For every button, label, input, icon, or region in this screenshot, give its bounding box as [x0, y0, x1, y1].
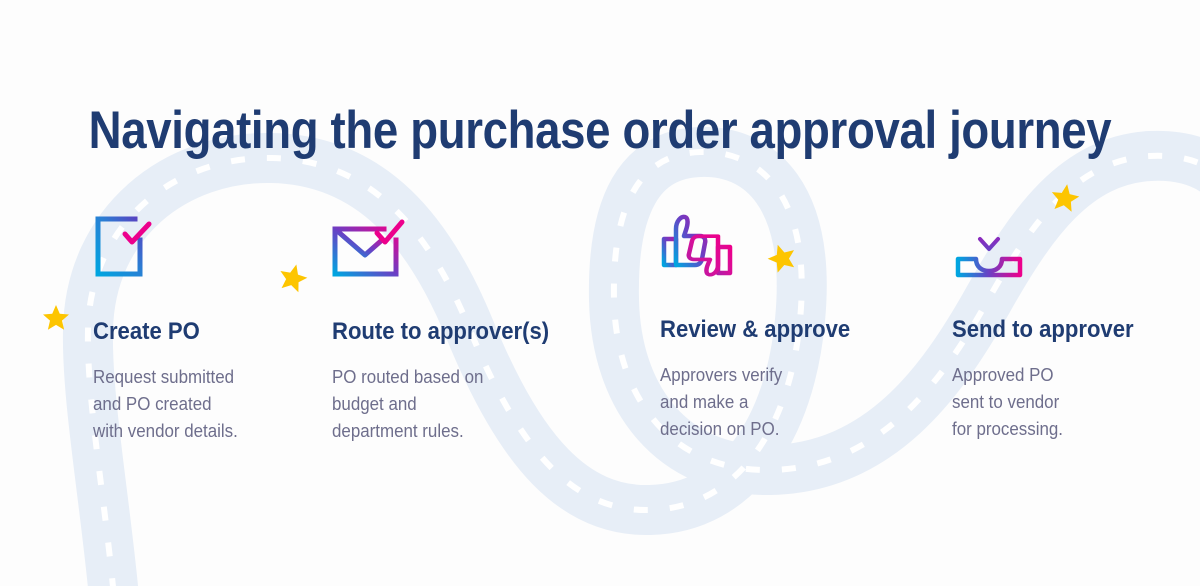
star-icon-left: [43, 305, 69, 330]
envelope-check-icon: [332, 219, 405, 277]
step-heading: Send to approver: [952, 316, 1134, 343]
step-heading: Review & approve: [660, 316, 851, 343]
step-body-line: Approved PO: [952, 365, 1054, 385]
step-body-line: and PO created: [93, 394, 212, 414]
step-heading: Route to approver(s): [332, 318, 550, 345]
step-column-route-to-approvers: Route to approver(s) PO routed based on …: [332, 208, 568, 445]
step-body-line: decision on PO.: [660, 419, 780, 439]
step-column-send-to-approver: Send to approver Approved PO sent to ven…: [952, 208, 1149, 443]
page-title: Navigating the purchase order approval j…: [88, 100, 1112, 160]
step-body: PO routed based on budget and department…: [332, 364, 554, 445]
step-body-line: budget and: [332, 394, 417, 414]
thumbs-up-down-icon: [661, 214, 733, 277]
step-body-line: department rules.: [332, 421, 464, 441]
step-body-line: for processing.: [952, 419, 1063, 439]
step-body-line: Request submitted: [93, 367, 235, 387]
step-body: Approvers verify and make a decision on …: [660, 362, 854, 443]
document-check-icon: [95, 216, 152, 277]
inbox-download-icon: [955, 215, 1023, 278]
step-column-create-po: Create PO Request submitted and PO creat…: [93, 208, 247, 445]
step-body-line: Approvers verify: [660, 365, 783, 385]
step-body-line: with vendor details.: [93, 421, 238, 441]
step-body: Approved PO sent to vendor for processin…: [952, 362, 1138, 443]
step-body-line: and make a: [660, 392, 749, 412]
step-body-line: PO routed based on: [332, 367, 484, 387]
step-body-line: sent to vendor: [952, 392, 1060, 412]
step-column-review-approve: Review & approve Approvers verify and ma…: [660, 208, 867, 443]
step-body: Request submitted and PO created with ve…: [93, 364, 238, 445]
step-heading: Create PO: [93, 318, 200, 345]
